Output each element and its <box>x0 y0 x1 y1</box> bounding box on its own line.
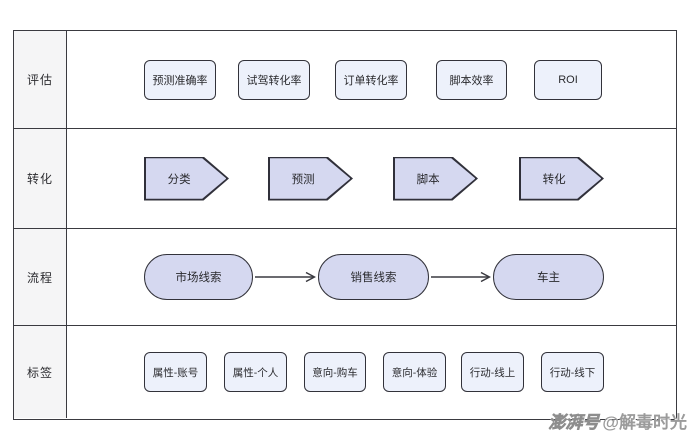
lane-label-tags: 标签 <box>14 326 67 418</box>
metric-label: ROI <box>558 73 578 86</box>
tag-box: 行动-线上 <box>461 352 524 392</box>
tag-box: 属性-个人 <box>224 352 287 392</box>
metric-label: 脚本效率 <box>449 74 494 87</box>
step-pentagon: 分类 <box>144 156 229 201</box>
step-pentagon: 预测 <box>268 156 353 201</box>
lane-body-evaluation: 预测准确率 试驾转化率 订单转化率 脚本效率 ROI <box>67 31 676 128</box>
watermark: 澎湃号@解毒时光 <box>548 408 687 433</box>
tag-box: 属性-账号 <box>144 352 207 392</box>
tag-label: 行动-线上 <box>469 366 516 379</box>
metric-box: 试驾转化率 <box>238 59 310 100</box>
tag-label: 属性-个人 <box>232 366 279 379</box>
lane-body-tags: 属性-账号 属性-个人 意向-购车 意向-体验 行动-线上 行动-线下 <box>67 326 676 418</box>
metric-box: 脚本效率 <box>436 59 507 100</box>
flow-node-label: 销售线索 <box>350 272 397 284</box>
metric-label: 预测准确率 <box>152 74 208 87</box>
tag-label: 行动-线下 <box>549 366 596 379</box>
flow-node: 销售线索 <box>318 254 429 300</box>
metric-label: 试驾转化率 <box>246 74 302 87</box>
swimlane-table: 评估 预测准确率 试驾转化率 订单转化率 脚本效率 ROI <box>13 30 677 420</box>
tag-label: 属性-账号 <box>152 366 199 379</box>
flow-node: 市场线索 <box>144 254 253 300</box>
watermark-account: @解毒时光 <box>602 413 687 432</box>
step-label: 转化 <box>542 173 566 186</box>
tag-label: 意向-购车 <box>312 366 358 379</box>
lane-label-evaluation: 评估 <box>14 31 67 128</box>
metric-box: 预测准确率 <box>144 59 216 100</box>
flow-node-label: 市场线索 <box>175 272 222 284</box>
lane-body-process: 市场线索 销售线索 车主 <box>67 229 676 325</box>
flow-node-label: 车主 <box>537 272 560 284</box>
flow-arrow <box>255 271 316 283</box>
flow-arrow <box>431 271 491 283</box>
lane-tags: 标签 属性-账号 属性-个人 意向-购车 意向-体验 行动-线上 行 <box>14 325 676 418</box>
metric-label: 订单转化率 <box>343 74 399 87</box>
tag-label: 意向-体验 <box>391 366 438 379</box>
tag-box: 行动-线下 <box>541 352 604 392</box>
lane-process: 流程 市场线索 销售线索 车主 <box>14 228 676 325</box>
step-label: 分类 <box>167 173 191 186</box>
watermark-platform: 澎湃号 <box>548 413 600 433</box>
lane-label-conversion: 转化 <box>14 129 67 228</box>
tag-box: 意向-购车 <box>304 352 366 392</box>
flow-node: 车主 <box>493 254 604 300</box>
lane-evaluation: 评估 预测准确率 试驾转化率 订单转化率 脚本效率 ROI <box>14 31 676 128</box>
step-pentagon: 脚本 <box>393 156 478 201</box>
step-pentagon: 转化 <box>519 156 604 201</box>
metric-box: ROI <box>534 59 602 100</box>
step-label: 脚本 <box>416 173 440 186</box>
lane-body-conversion: 分类 预测 脚本 转化 <box>67 129 676 228</box>
tag-box: 意向-体验 <box>383 352 446 392</box>
step-label: 预测 <box>291 173 315 186</box>
lane-label-process: 流程 <box>14 229 67 325</box>
lane-conversion: 转化 分类 预测 脚本 转化 <box>14 128 676 228</box>
metric-box: 订单转化率 <box>335 59 407 100</box>
